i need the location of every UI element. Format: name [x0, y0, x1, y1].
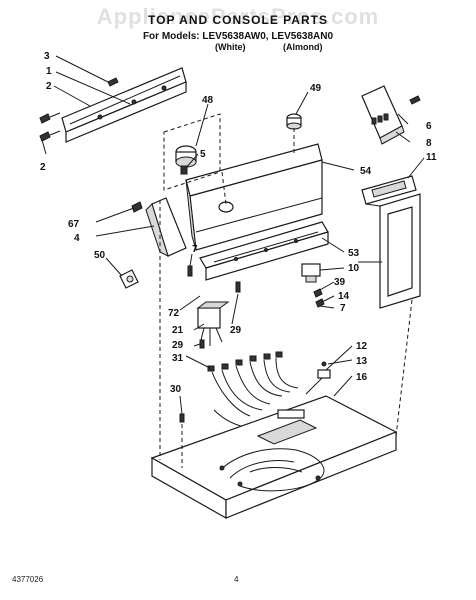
rear-bracket [61, 67, 187, 143]
callout-29a: 29 [230, 325, 242, 336]
lint-screen-housing [361, 175, 421, 309]
callout-7a: 7 [192, 244, 198, 255]
callout-5: 5 [200, 149, 206, 160]
callout-10: 10 [348, 263, 360, 274]
callout-31: 31 [172, 353, 184, 364]
document-number: 4377026 [12, 575, 44, 584]
control-knob [286, 113, 302, 130]
callout-12: 12 [356, 341, 368, 352]
assembly-guide-lines [159, 128, 413, 468]
color-white-label: (White) [215, 42, 246, 52]
timer-knob [163, 113, 221, 191]
model-list: For Models: LEV5638AW0, LEV5638AN0 [142, 31, 334, 42]
callout-11: 11 [426, 152, 437, 163]
callout-labels: 3 1 2 2 48 5 49 6 8 11 54 67 4 50 7 72 2… [40, 51, 437, 395]
callout-54: 54 [360, 166, 372, 177]
callout-50: 50 [94, 250, 106, 261]
callout-6: 6 [426, 121, 432, 132]
right-end-cap [361, 85, 421, 145]
wire-clip [119, 269, 139, 289]
callout-7b: 7 [340, 303, 346, 314]
callout-4: 4 [74, 233, 80, 244]
callout-2a: 2 [46, 81, 52, 92]
callout-29b: 29 [172, 340, 184, 351]
callout-53: 53 [348, 248, 360, 259]
callout-1: 1 [46, 66, 52, 77]
callout-30: 30 [170, 384, 182, 395]
leader-lines [41, 55, 425, 415]
console-panel [185, 143, 323, 251]
color-almond-label: (Almond) [283, 42, 323, 52]
callout-13: 13 [356, 356, 368, 367]
page-number: 4 [234, 575, 239, 584]
callout-3: 3 [44, 51, 50, 62]
wire-harness [207, 351, 299, 429]
callout-49: 49 [310, 83, 322, 94]
bracket-screws [39, 77, 119, 142]
door-switch [301, 263, 325, 308]
callout-14: 14 [338, 291, 350, 302]
callout-21: 21 [172, 325, 184, 336]
top-screw [179, 413, 185, 423]
callout-72: 72 [168, 308, 180, 319]
callout-8: 8 [426, 138, 432, 149]
diagram-title: TOP AND CONSOLE PARTS [148, 13, 328, 27]
callout-2b: 2 [40, 162, 46, 173]
callout-16: 16 [356, 372, 368, 383]
callout-39: 39 [334, 277, 346, 288]
watermark: AppliancePartsPros.com [96, 4, 380, 29]
callout-67: 67 [68, 219, 80, 230]
thermostat-assembly [305, 361, 331, 395]
timer-motor [196, 301, 230, 346]
callout-48: 48 [202, 95, 214, 106]
top-cabinet [150, 395, 398, 520]
control-base [199, 221, 329, 281]
left-end-cap [131, 197, 187, 257]
